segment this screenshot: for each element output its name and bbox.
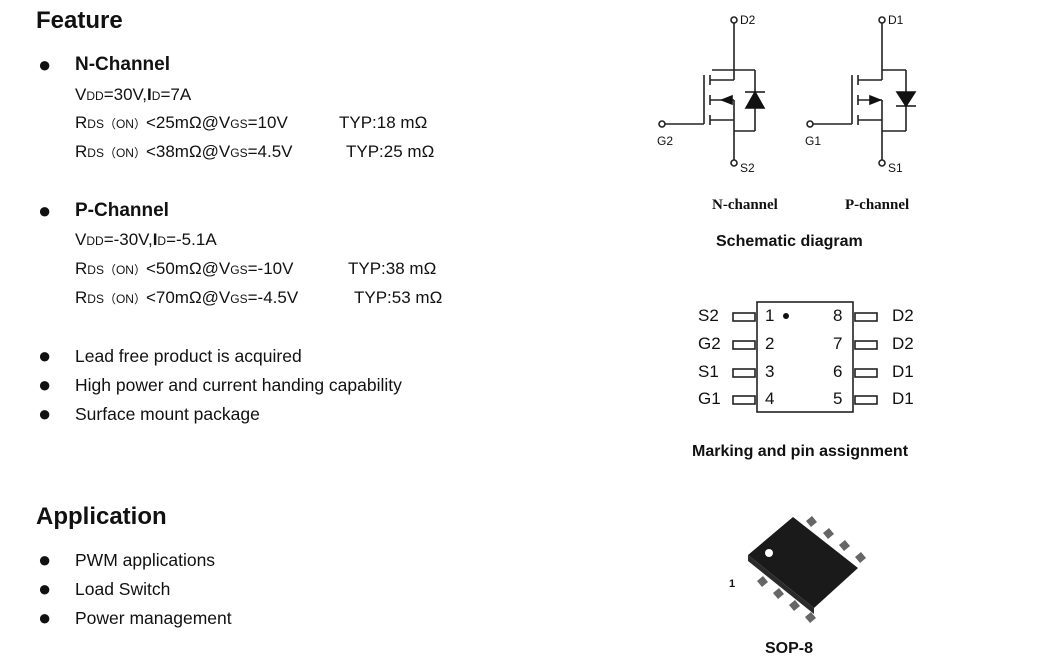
bullet-icon: ● [38, 401, 52, 426]
application-item: PWM applications [75, 550, 216, 570]
p-rds-typ-1: TYP:38 mΩ [348, 259, 437, 278]
feature-item: Surface mount package [75, 404, 260, 424]
pin-name-left: G1 [698, 389, 721, 408]
pin-number-left: 3 [765, 362, 775, 381]
pinout-title: Marking and pin assignment [692, 443, 909, 460]
bullet-p-channel: ● [38, 198, 52, 223]
n-source-label: S2 [740, 161, 755, 175]
bullet-icon: ● [38, 547, 52, 572]
n-vdd-id-line: VDD=30V,ID=7A [75, 85, 192, 104]
p-rds-typ-2: TYP:53 mΩ [354, 288, 443, 307]
feature-item: High power and current handing capabilit… [75, 375, 402, 395]
p-gate-label: G1 [805, 134, 822, 148]
pin-number-left: 2 [765, 334, 775, 353]
n-gate-label: G2 [657, 134, 674, 148]
p-rds-on-line-1: RDS（ON）<50mΩ@VGS=-10V [75, 259, 294, 278]
pin-number-left: 4 [765, 389, 775, 408]
p-rds-on-line-2: RDS（ON）<70mΩ@VGS=-4.5V [75, 288, 299, 307]
p-vdd-id-line: VDD=-30V,ID=-5.1A [75, 230, 217, 249]
p-source-label: S1 [888, 161, 903, 175]
pin-number-right: 5 [833, 389, 843, 408]
pin-number-right: 6 [833, 362, 843, 381]
pin-name-left: G2 [698, 334, 721, 353]
application-item: Power management [75, 608, 232, 628]
pin-name-right: D1 [892, 362, 914, 381]
feature-heading: Feature [36, 7, 123, 34]
bullet-icon: ● [38, 372, 52, 397]
pin-number-right: 8 [833, 306, 843, 325]
application-heading: Application [36, 503, 167, 530]
n-channel-label: N-Channel [75, 54, 170, 75]
pin-number-right: 7 [833, 334, 843, 353]
p-channel-label: P-Channel [75, 200, 169, 221]
pin-name-right: D1 [892, 389, 914, 408]
n-drain-label: D2 [740, 13, 756, 27]
n-rds-on-line-1: RDS（ON）<25mΩ@VGS=10V [75, 113, 288, 132]
p-channel-caption: P-channel [845, 197, 910, 213]
feature-item: Lead free product is acquired [75, 346, 302, 366]
pin-number-left: 1 [765, 306, 775, 325]
package-pin1-label: 1 [729, 578, 736, 590]
application-item: Load Switch [75, 579, 171, 599]
n-channel-caption: N-channel [712, 197, 778, 213]
p-drain-label: D1 [888, 13, 904, 27]
pin-name-left: S2 [698, 306, 719, 325]
pin-name-left: S1 [698, 362, 719, 381]
bullet-icon: ● [38, 576, 52, 601]
n-rds-typ-1: TYP:18 mΩ [339, 113, 428, 132]
n-rds-typ-2: TYP:25 mΩ [346, 142, 435, 161]
schematic-title: Schematic diagram [716, 233, 863, 250]
package-title: SOP-8 [765, 640, 814, 657]
bullet-n-channel: ● [38, 52, 52, 77]
bullet-icon: ● [38, 343, 52, 368]
bullet-icon: ● [38, 605, 52, 630]
pin-name-right: D2 [892, 306, 914, 325]
n-rds-on-line-2: RDS（ON）<38mΩ@VGS=4.5V [75, 142, 293, 161]
pin-name-right: D2 [892, 334, 914, 353]
